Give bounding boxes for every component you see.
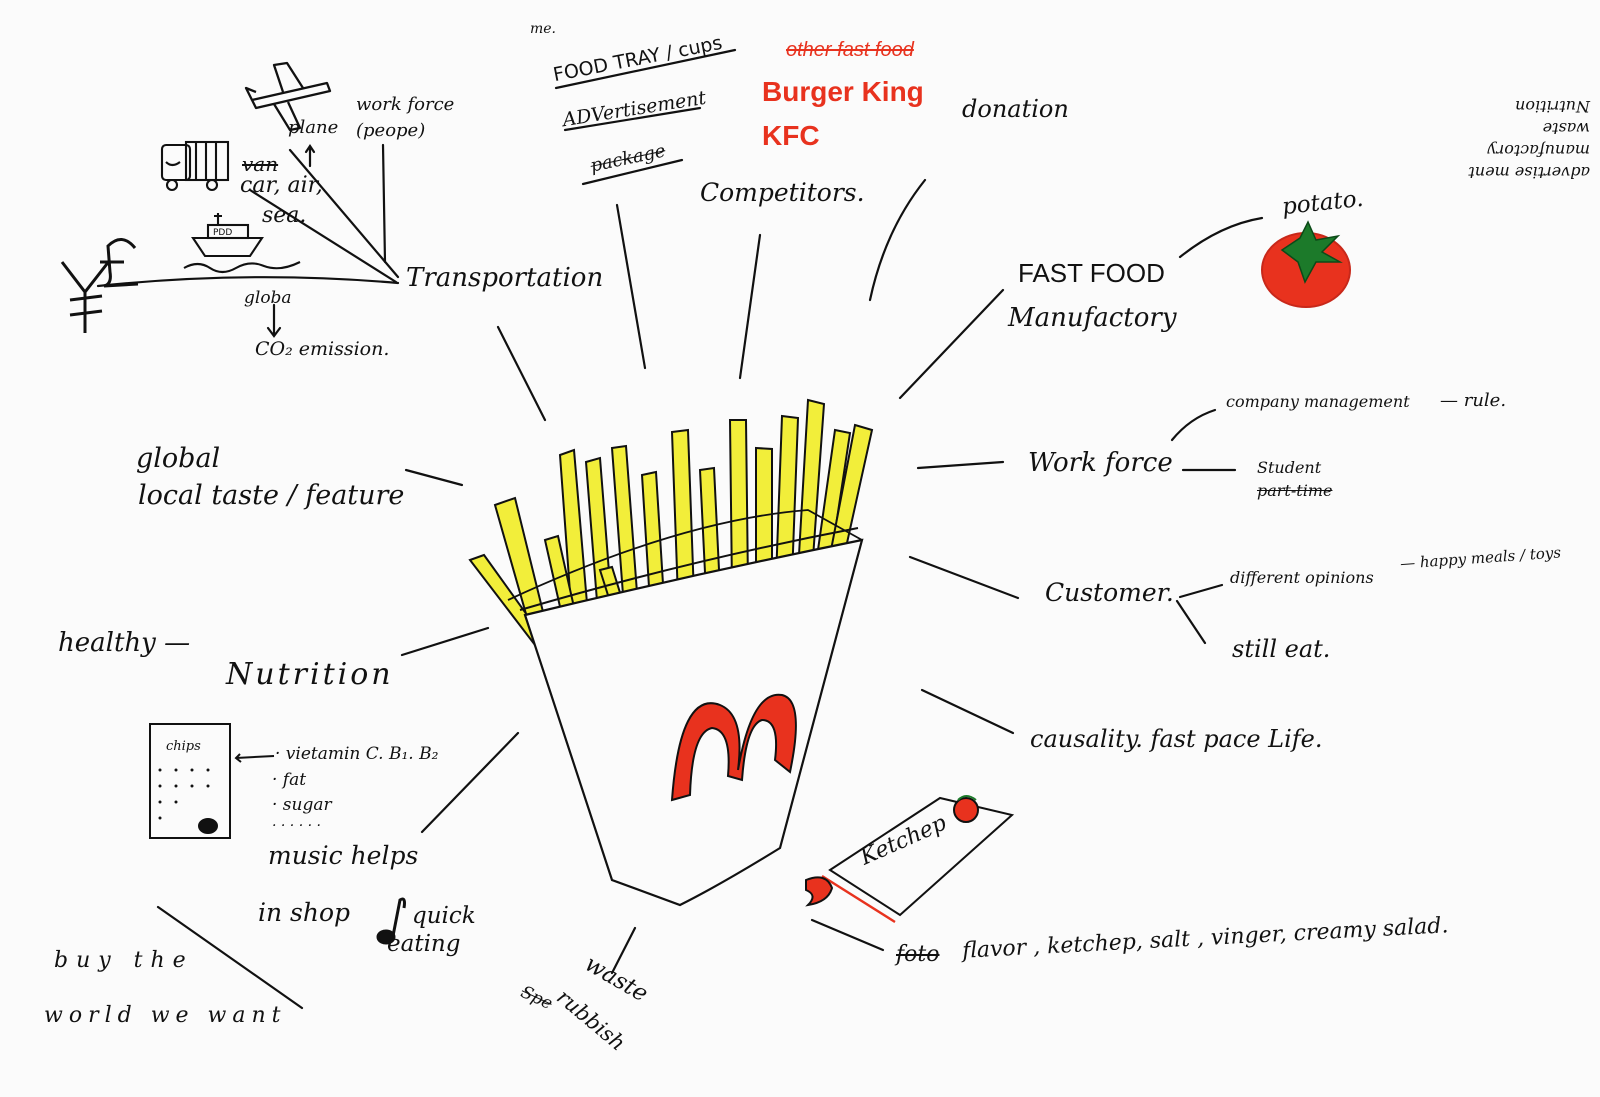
underline-ad (563, 106, 702, 132)
connector-nutrition (400, 626, 490, 657)
fat-label: · fat (272, 770, 307, 790)
global-label: globa (244, 288, 292, 308)
in-shop-label: in shop (258, 898, 351, 927)
upside-note-line: waste (1542, 119, 1590, 138)
rule-label: — rule. (1440, 390, 1507, 411)
vitamin-label: · vietamin C. B₁. B₂ (275, 744, 439, 764)
connector-causality (920, 688, 1015, 735)
fries-illustration (468, 398, 874, 907)
plane-label: plane (288, 117, 339, 138)
other-fast-food-label: other fast food (786, 39, 914, 61)
connector-donation (868, 178, 927, 302)
causality-node: causality. fast pace Life. (1030, 725, 1323, 753)
different-opinions-label: different opinions (1230, 568, 1374, 587)
local-taste-node: local taste / feature (138, 480, 405, 511)
music-helps-label: music helps (268, 841, 419, 870)
chips-card (149, 723, 275, 839)
ketchup-packet-icon (805, 795, 1015, 924)
branch-still-eat (1175, 599, 1207, 645)
connector-package (615, 203, 647, 370)
connector-music (420, 731, 520, 834)
boat-sign: PDD (213, 228, 233, 238)
work-force-people-label: (peope) (356, 120, 426, 141)
nutrition-dots: . . . . . . (272, 814, 321, 830)
plane-arrow (304, 144, 316, 168)
flavor-struck-label: foto (896, 942, 940, 967)
music-note-icon (376, 897, 406, 945)
connector-manufactory (898, 288, 1005, 400)
slogan-line-2: world we want (44, 1003, 287, 1028)
competitors-node: Competitors. (700, 178, 865, 207)
upside-note-line: manufactory (1487, 141, 1591, 160)
upside-note-line: advertise ment (1468, 163, 1590, 182)
potato-icon (1261, 220, 1351, 308)
kfc-label: KFC (762, 120, 820, 151)
eating-label: eating (387, 931, 461, 957)
connector-global-local (404, 468, 464, 487)
connector-flavor (810, 918, 885, 952)
branch-car (248, 188, 398, 284)
still-eat-label: still eat. (1232, 635, 1331, 663)
sea-label: sea. (262, 203, 307, 228)
branch-opinions (1178, 583, 1224, 599)
quick-label: quick (412, 903, 476, 929)
co2-emission-label: CO₂ emission. (255, 338, 390, 360)
upside-note-line: Nutrition (1515, 97, 1590, 116)
m-logo-icon (670, 693, 797, 802)
donation-label: donation (962, 95, 1069, 123)
branch-plane (288, 148, 400, 279)
global-arrow (266, 303, 282, 338)
upside-down-note: advertise ment manufactory waste Nutriti… (1468, 97, 1591, 182)
chips-label: chips (166, 739, 201, 754)
global-node: global (136, 443, 221, 474)
van-label: van (242, 152, 279, 176)
plane-icon (244, 61, 332, 132)
branch-company-management (1170, 408, 1217, 442)
me-label: me. (530, 21, 557, 37)
connector-slogan (156, 905, 304, 1010)
car-air-label: car, air, (240, 173, 323, 198)
nutrition-node: Nutrition (226, 657, 394, 692)
fast-food-node: FAST FOOD (1018, 258, 1165, 288)
connector-competitors (738, 233, 762, 380)
transportation-node: Transportation (406, 263, 604, 293)
money-line (96, 276, 400, 288)
underline-food-tray (554, 48, 737, 90)
connector-transportation (496, 325, 547, 422)
connector-waste (610, 926, 637, 975)
slogan-line-1: buy the (54, 948, 194, 973)
manufactory-node: Manufactory (1008, 303, 1177, 333)
branch-potato (1178, 216, 1264, 259)
sugar-label: · sugar (272, 795, 332, 815)
student-label: Student (1257, 458, 1322, 477)
connector-customer (908, 555, 1020, 600)
workforce-node: Work force (1028, 448, 1173, 478)
burger-king-label: Burger King (762, 76, 924, 107)
healthy-label: healthy — (58, 628, 191, 658)
work-force-label: work force (356, 94, 455, 115)
part-time-label: part-time (1257, 481, 1333, 500)
company-management-label: company management (1226, 392, 1410, 411)
currency-icons (60, 238, 139, 333)
boat-icon (183, 213, 301, 274)
branch-workforce-people (381, 143, 387, 264)
connector-workforce (916, 460, 1005, 470)
underline-package (581, 158, 684, 186)
van-icon (160, 140, 230, 192)
customer-node: Customer. (1045, 578, 1174, 607)
